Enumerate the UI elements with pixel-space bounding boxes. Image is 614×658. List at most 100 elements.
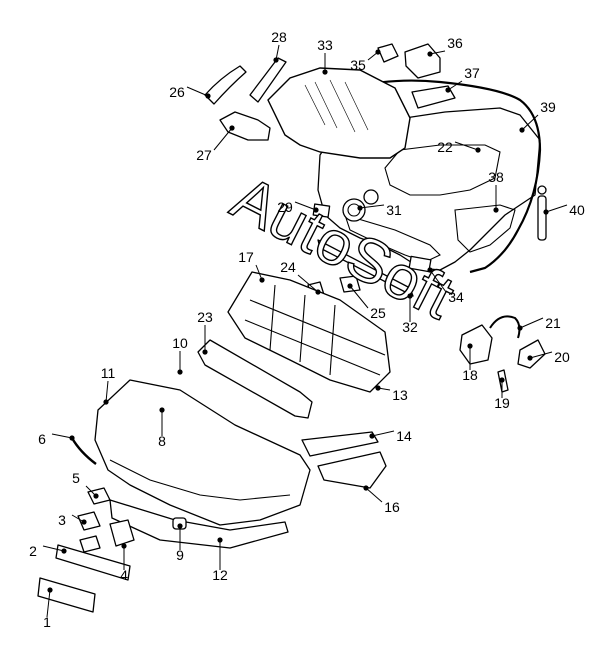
- tow-hook-cable: [489, 315, 521, 339]
- callout-dot-4: [121, 543, 127, 549]
- callout-31: 31: [357, 202, 402, 218]
- callout-number-36: 36: [447, 35, 463, 51]
- callout-23: 23: [197, 309, 213, 355]
- tailgate-handle: [204, 65, 247, 105]
- callout-dot-8: [159, 407, 165, 413]
- callout-dot-1: [47, 587, 53, 593]
- callout-3: 3: [58, 512, 87, 528]
- callout-4: 4: [120, 543, 128, 583]
- callout-number-12: 12: [212, 567, 228, 583]
- callout-dot-24: [315, 289, 321, 295]
- callout-28: 28: [271, 29, 287, 63]
- callout-32: 32: [402, 293, 418, 335]
- callout-leader-31: [359, 204, 385, 209]
- callout-leader-2: [42, 545, 65, 552]
- callout-leader-21: [519, 317, 544, 329]
- callout-dot-34: [427, 267, 433, 273]
- callout-19: 19: [494, 377, 510, 411]
- callout-leader-6: [51, 433, 73, 439]
- tailgate-lock: [404, 43, 441, 79]
- callout-dot-37: [445, 87, 451, 93]
- callout-number-40: 40: [569, 202, 585, 218]
- callout-dot-10: [177, 369, 183, 375]
- callout-10: 10: [172, 335, 188, 375]
- callout-dot-38: [493, 207, 499, 213]
- callout-number-13: 13: [392, 387, 408, 403]
- side-bracket-lower: [317, 451, 387, 489]
- callout-number-27: 27: [196, 147, 212, 163]
- side-mount-plate: [517, 339, 546, 369]
- callout-number-2: 2: [29, 543, 37, 559]
- callout-leader-16: [365, 487, 383, 503]
- bumper-cover-crease: [109, 459, 291, 501]
- callout-11: 11: [101, 365, 116, 405]
- callout-number-11: 11: [101, 365, 116, 381]
- callout-36: 36: [427, 35, 463, 57]
- callout-number-10: 10: [172, 335, 188, 351]
- callout-dot-9: [177, 523, 183, 529]
- callout-16: 16: [363, 485, 400, 515]
- callout-27: 27: [196, 125, 235, 163]
- tailgate-trim-strip: [249, 57, 287, 103]
- callout-dot-20: [527, 355, 533, 361]
- callout-dot-17: [259, 277, 265, 283]
- callout-number-38: 38: [488, 169, 504, 185]
- glass-reflection: [304, 79, 369, 133]
- callout-13: 13: [375, 385, 408, 403]
- callout-dot-12: [217, 537, 223, 543]
- tailgate-side-recess: [454, 204, 516, 253]
- callout-number-22: 22: [437, 139, 453, 155]
- callout-number-25: 25: [370, 305, 386, 321]
- callout-number-39: 39: [540, 99, 556, 115]
- tailgate-seal: [364, 79, 542, 274]
- callout-dot-25: [347, 283, 353, 289]
- callout-leader-1: [46, 589, 51, 618]
- callout-leader-26: [186, 86, 209, 97]
- callout-number-19: 19: [494, 395, 510, 411]
- callout-dot-3: [81, 519, 87, 525]
- callout-leader-25: [349, 285, 369, 309]
- third-brake-light: [411, 85, 456, 109]
- release-switch: [377, 43, 399, 63]
- callout-number-5: 5: [72, 470, 80, 486]
- callout-dot-26: [205, 93, 211, 99]
- callout-dot-5: [93, 493, 99, 499]
- callout-17: 17: [238, 249, 265, 283]
- callout-number-32: 32: [402, 319, 418, 335]
- callout-number-17: 17: [238, 249, 254, 265]
- callout-21: 21: [517, 315, 561, 331]
- tow-hook-bracket: [459, 324, 493, 365]
- callout-33: 33: [317, 37, 333, 75]
- callout-leader-37: [447, 80, 463, 91]
- callout-leader-24: [297, 274, 319, 293]
- callout-dot-21: [517, 325, 523, 331]
- callout-leader-20: [529, 351, 553, 359]
- plate-light-right: [408, 255, 432, 273]
- callout-number-1: 1: [43, 614, 51, 630]
- callout-dot-35: [375, 49, 381, 55]
- plate-mount-parts: [77, 511, 135, 553]
- callout-22: 22: [437, 139, 481, 155]
- callout-leader-11: [105, 380, 109, 403]
- callout-39: 39: [519, 99, 556, 133]
- side-bracket-upper: [301, 431, 379, 457]
- callout-dot-11: [103, 399, 109, 405]
- callout-1: 1: [43, 587, 53, 630]
- callout-number-3: 3: [58, 512, 66, 528]
- callout-dot-6: [69, 435, 75, 441]
- callout-dot-33: [322, 69, 328, 75]
- callout-dot-16: [363, 485, 369, 491]
- callout-14: 14: [369, 428, 412, 444]
- callout-leader-14: [371, 430, 395, 437]
- callout-dot-22: [475, 147, 481, 153]
- callout-number-21: 21: [545, 315, 561, 331]
- tailgate-window-frame: [384, 144, 501, 196]
- wiper-motor: [219, 111, 271, 141]
- callout-dot-14: [369, 433, 375, 439]
- callout-number-35: 35: [350, 57, 366, 73]
- callout-leader-17: [255, 264, 263, 281]
- callout-number-28: 28: [271, 29, 287, 45]
- callout-26: 26: [169, 84, 211, 100]
